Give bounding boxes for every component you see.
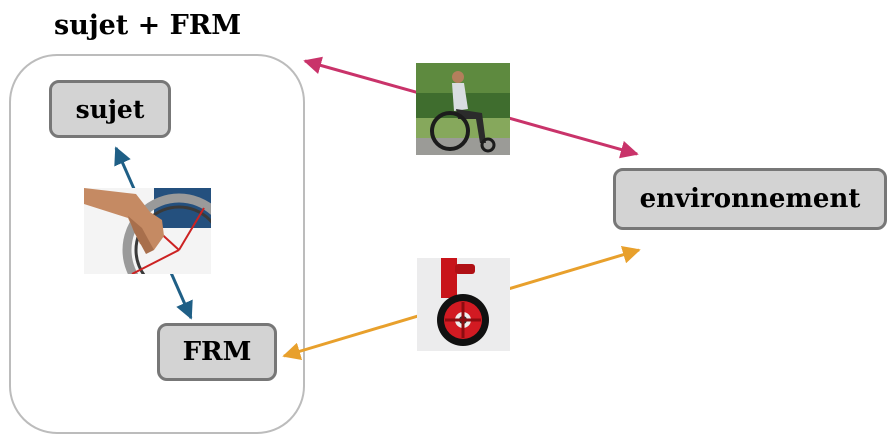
frm-node: FRM (157, 323, 277, 381)
group-title: sujet + FRM (54, 10, 242, 41)
wheelchair-rider-photo (416, 63, 510, 155)
environnement-node: environnement (613, 168, 887, 230)
caster-wheel-photo (417, 258, 510, 351)
hand-on-wheel-photo (84, 188, 211, 274)
sujet-node: sujet (49, 80, 171, 138)
diagram-canvas: sujet + FRM sujet FRM environnement (9, 10, 887, 434)
